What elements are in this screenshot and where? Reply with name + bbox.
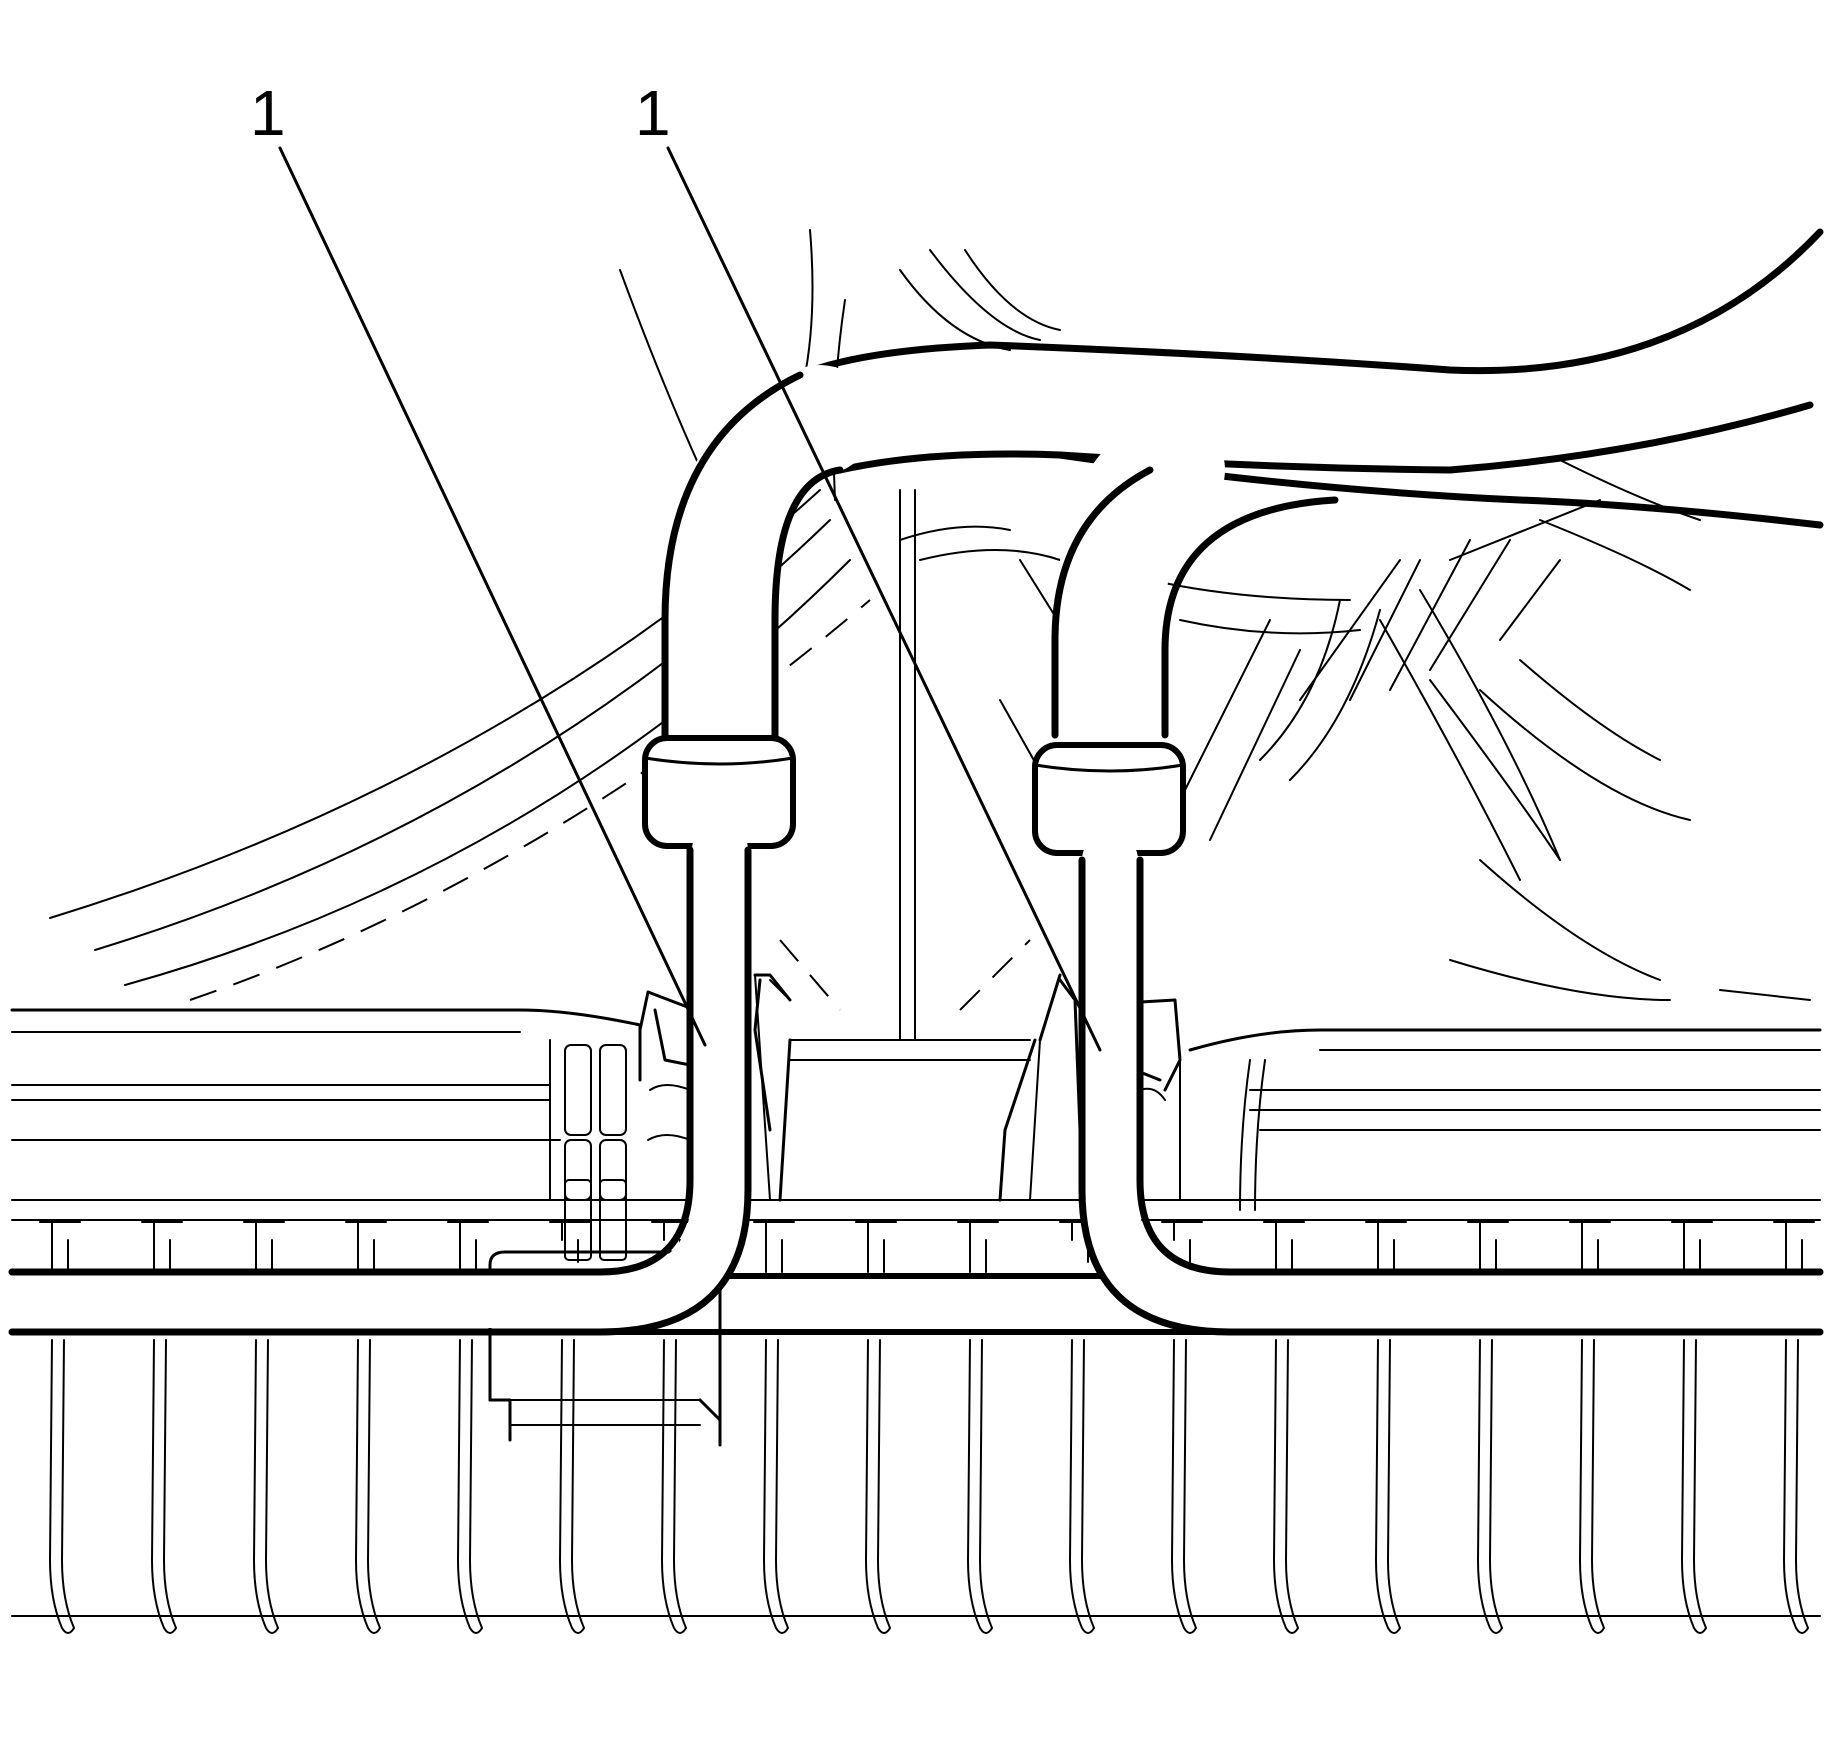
fin-riser — [1377, 1239, 1395, 1273]
callout-label: 1 — [635, 77, 671, 149]
callout-label: 1 — [250, 77, 286, 149]
fin-clip — [1263, 1221, 1305, 1634]
fin-riser — [1683, 1239, 1701, 1273]
fin-clip — [243, 1221, 285, 1634]
radiator-rail — [9, 1199, 1823, 1617]
fin-clip — [39, 1221, 81, 1634]
fin-riser — [357, 1239, 375, 1273]
fin-clip — [447, 1221, 489, 1634]
fin-clip — [1467, 1221, 1509, 1634]
center-bracket — [753, 973, 1062, 1202]
fin-clip — [753, 1221, 795, 1634]
right-cooler-line — [1032, 415, 1831, 1336]
fin-clip — [141, 1221, 183, 1634]
fin-riser — [255, 1239, 273, 1273]
fin-clip — [1569, 1221, 1611, 1634]
body-structure — [49, 229, 1811, 1061]
fin-riser — [459, 1239, 477, 1273]
leader-line — [278, 146, 707, 1047]
left-panel — [10, 1008, 642, 1261]
fin-riser — [1275, 1239, 1293, 1273]
callout-1-left: 1 — [250, 77, 707, 1047]
right-panel — [1179, 1028, 1822, 1211]
upper-hoses — [796, 228, 1824, 529]
fin-clip — [1161, 1221, 1203, 1634]
fin-riser — [969, 1239, 987, 1273]
fin-riser — [1479, 1239, 1497, 1273]
fin-clip — [1773, 1221, 1815, 1634]
fin-clip — [1671, 1221, 1713, 1634]
callout-1-right: 1 — [635, 77, 1102, 1052]
fin-clip — [855, 1221, 897, 1634]
fin-riser — [51, 1239, 69, 1273]
fin-riser — [153, 1239, 171, 1273]
fin-riser — [1785, 1239, 1803, 1273]
fin-clip — [1059, 1221, 1101, 1634]
fin-riser — [765, 1239, 783, 1273]
left-cooler-line — [0, 365, 875, 1336]
fin-clip — [1365, 1221, 1407, 1634]
fin-clip — [345, 1221, 387, 1634]
fin-riser — [867, 1239, 885, 1273]
fin-clip — [957, 1221, 999, 1634]
fin-riser — [1581, 1239, 1599, 1273]
leader-line — [666, 146, 1102, 1052]
